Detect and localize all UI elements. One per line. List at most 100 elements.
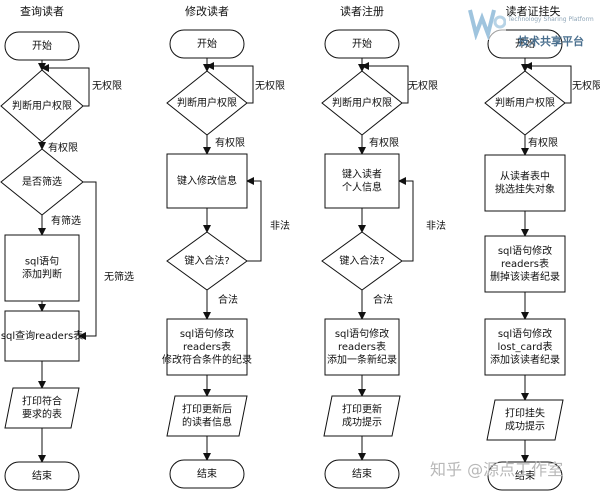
edge-label: 有权限 (215, 136, 245, 149)
node-valid-shape (166, 231, 248, 291)
node-print-shape (486, 399, 564, 441)
node-check-shape (166, 70, 248, 136)
node-print-text: 的读者信息 (182, 416, 232, 429)
node-query-text: sql查询readers表 (1, 329, 83, 342)
edge-label: 非法 (270, 219, 290, 232)
edge-label: 无筛选 (104, 270, 134, 283)
connector-line (206, 62, 254, 104)
node-input-text: 键入修改信息 (177, 174, 237, 187)
node-check-text: 判断用户权限 (12, 99, 72, 112)
node-print-text: 打印更新后 (182, 403, 232, 416)
column-title: 读者注册 (340, 4, 384, 18)
node-sql2-shape (484, 318, 566, 376)
node-sql1-text: readers表 (501, 257, 549, 270)
node-query-shape (4, 310, 80, 362)
node-end-shape (4, 461, 80, 491)
connector-line (78, 181, 97, 340)
connector-line (41, 64, 90, 107)
node-sql-add-shape (4, 234, 80, 302)
column-title: 读者证挂失 (506, 4, 561, 18)
connector-line (246, 177, 262, 262)
node-filter-text: 是否筛选 (22, 175, 62, 188)
node-sql-add-text: 添加判断 (22, 268, 62, 281)
node-sql2-text: sql语句修改 (498, 327, 552, 340)
node-end-text: 结束 (197, 467, 217, 480)
node-end-text: 结束 (515, 469, 535, 482)
node-input-text: 个人信息 (342, 181, 382, 194)
node-check-text: 判断用户权限 (332, 96, 392, 109)
node-end-text: 结束 (352, 467, 372, 480)
connectors (38, 58, 572, 463)
node-start-text: 开始 (32, 39, 52, 52)
node-start-shape (324, 29, 400, 59)
node-start-shape (487, 29, 563, 59)
node-filter-shape (0, 148, 84, 216)
node-select-text: 挑选挂失对象 (495, 183, 555, 196)
node-sql-add-text: sql语句 (25, 255, 59, 268)
node-sql1-shape (484, 235, 566, 293)
node-start-text: 开始 (352, 37, 372, 50)
node-print-text: 成功提示 (505, 421, 545, 433)
node-valid-shape (321, 231, 403, 291)
node-input-shape (324, 153, 400, 209)
node-check-shape (321, 70, 403, 136)
node-check-shape (484, 70, 566, 136)
connector-line (361, 62, 409, 104)
node-select-shape (484, 154, 566, 212)
node-print-text: 打印挂失 (505, 407, 545, 420)
column-title: 修改读者 (185, 4, 229, 18)
node-sql-text: sql语句修改 (180, 327, 234, 340)
edge-label: 无权限 (92, 79, 122, 92)
edge-label: 合法 (373, 293, 393, 306)
connector-line (524, 62, 572, 104)
node-end-text: 结束 (32, 469, 52, 482)
edge-label: 有权限 (48, 141, 78, 154)
edge-label: 有权限 (528, 136, 558, 149)
node-sql-text: readers表 (183, 340, 231, 353)
node-valid-text: 键入合法? (184, 254, 229, 267)
watermark-subtitle: Technology Sharing Platform (508, 16, 594, 23)
column-title: 查询读者 (20, 4, 64, 18)
node-check-text: 判断用户权限 (177, 96, 237, 109)
node-sql-shape (324, 318, 400, 376)
node-valid-text: 键入合法? (339, 254, 384, 267)
node-sql1-text: 删掉该读者纪录 (490, 270, 560, 283)
node-end-shape (487, 461, 563, 491)
node-print-text: 打印符合 (22, 395, 62, 408)
node-print-text: 要求的表 (22, 408, 62, 421)
zhihu-watermark: 知乎 @源点工作室 (430, 460, 564, 479)
node-print-text: 成功提示 (342, 417, 382, 429)
node-start-text: 开始 (515, 37, 535, 50)
node-start-text: 开始 (197, 37, 217, 50)
node-start-shape (169, 29, 245, 59)
node-end-shape (324, 459, 400, 489)
edge-label: 有权限 (369, 136, 399, 149)
node-sql-text: 修改符合条件的纪录 (162, 353, 252, 366)
node-check-shape (0, 69, 84, 143)
node-print-shape (166, 395, 248, 437)
watermark-logo-icon (466, 4, 506, 40)
edge-label: 无权限 (408, 79, 438, 92)
node-print-text: 打印更新 (342, 403, 382, 416)
node-select-text: 从读者表中 (500, 170, 550, 183)
edge-label: 合法 (218, 293, 238, 306)
node-sql-shape (166, 318, 248, 376)
node-sql1-text: sql语句修改 (498, 244, 552, 257)
node-sql2-text: 添加该读者纪录 (490, 353, 560, 366)
node-end-shape (169, 459, 245, 489)
edge-label: 非法 (426, 219, 446, 232)
connector-line (398, 177, 414, 262)
node-sql-text: 添加一条新纪录 (327, 353, 397, 366)
watermark-title: 技术共享平台 (518, 35, 584, 48)
node-check-text: 判断用户权限 (495, 96, 555, 109)
column-titles: 查询读者 修改读者 读者注册 读者证挂失 (20, 4, 561, 18)
node-sql-text: sql语句修改 (335, 327, 389, 340)
edge-label: 有筛选 (51, 214, 81, 227)
node-sql-text: readers表 (338, 340, 386, 353)
edge-label: 无权限 (572, 79, 600, 92)
node-input-shape (166, 153, 248, 209)
node-sql2-text: lost_card表 (498, 340, 553, 353)
node-input-text: 键入读者 (342, 168, 382, 181)
